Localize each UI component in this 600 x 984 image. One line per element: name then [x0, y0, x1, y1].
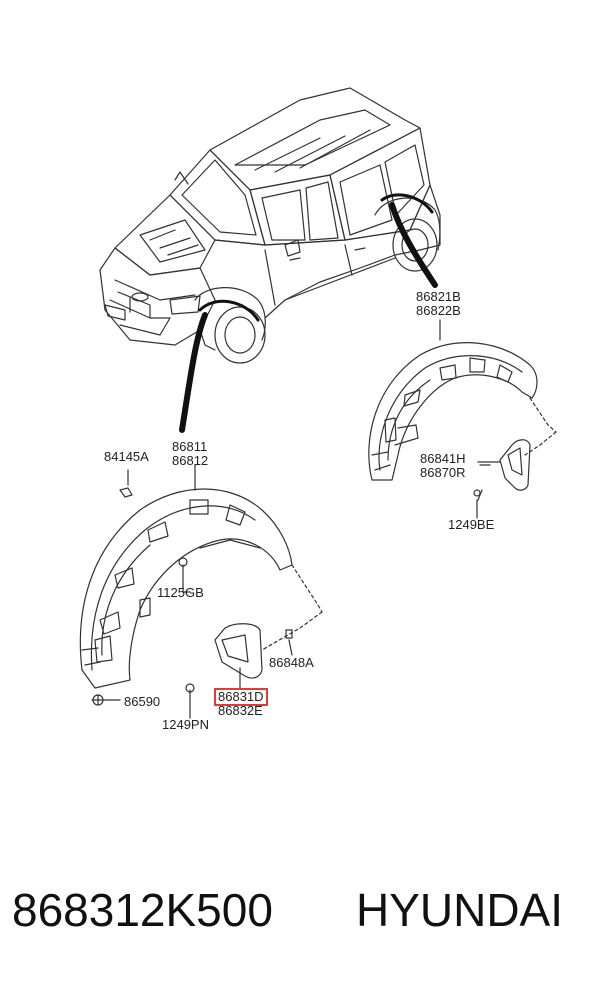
front-wheel-guard: [79, 488, 323, 689]
clip-86590: [91, 694, 105, 706]
rear-screw: [476, 489, 483, 513]
label-86590: 86590: [124, 694, 161, 709]
label-84145A: 84145A: [104, 449, 149, 464]
label-86821B: 86821B: [416, 289, 461, 304]
label-86832E: 86832E: [218, 703, 263, 718]
label-86841H: 86841H: [420, 451, 466, 466]
label-1249BE: 1249BE: [448, 517, 495, 532]
leader-front: [179, 312, 208, 433]
label-86812: 86812: [172, 453, 209, 468]
label-86822B: 86822B: [416, 303, 461, 318]
brand-name: HYUNDAI: [356, 884, 564, 936]
clip-86848A: [285, 629, 293, 639]
footer-caption: 868312K500 HYUNDAI: [0, 880, 600, 950]
label-1249PN: 1249PN: [162, 717, 209, 732]
label-86831D-highlighted: 86831D: [214, 688, 268, 706]
label-86848A: 86848A: [269, 655, 314, 670]
label-1125GB: 1125GB: [157, 585, 204, 600]
part-number: 868312K500: [12, 884, 273, 936]
leader-rear: [389, 202, 438, 288]
clip-84145A: [119, 487, 133, 498]
label-86870R: 86870R: [420, 465, 466, 480]
label-86811: 86811: [172, 439, 208, 454]
parts-diagram: 86821B 86822B 84145A 86811 86812 86841H …: [79, 87, 557, 732]
front-mud-flap: [214, 623, 263, 679]
car-illustration: [99, 87, 441, 364]
exploded-view-drawing: [79, 87, 557, 719]
rear-mud-flap: [499, 439, 531, 491]
rear-wheel-guard: [368, 342, 557, 481]
